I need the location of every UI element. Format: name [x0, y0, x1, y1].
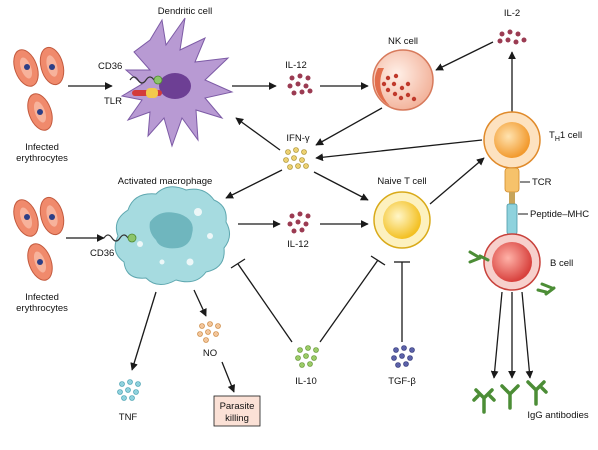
ifn-gamma-cytokine — [283, 147, 309, 170]
il10-cytokine — [295, 345, 319, 368]
cd36-label-bottom: CD36 — [90, 248, 114, 259]
activated-macrophage-label: Activated macrophage — [118, 176, 213, 187]
infected-erythrocytes-label-bottom: Infected — [25, 292, 59, 303]
tnf-label: TNF — [119, 412, 138, 423]
activated-macrophage: Activated macrophage — [114, 176, 230, 285]
arrow-naive-t-to-th1 — [429, 157, 485, 205]
arrow-bcell-to-igg-1 — [490, 291, 503, 379]
igg-antibodies-label: IgG antibodies — [527, 410, 589, 421]
no-cytokine — [197, 321, 221, 343]
parasite-killing-box: Parasite killing — [213, 395, 261, 427]
arrow-il2-to-nk — [435, 41, 494, 71]
arrow-nk-to-ifn — [315, 107, 383, 146]
th1-cell-label: TH1 cell — [549, 130, 582, 143]
infected-erythrocytes-label-bottom-2: erythrocytes — [16, 303, 68, 314]
arrow-macrophage-to-no — [193, 289, 207, 317]
erythrocyte-icon — [39, 196, 65, 236]
il10-inhibit-macrophage — [230, 258, 293, 343]
parasite-killing-label: Parasite — [220, 401, 255, 412]
arrow-ifn-to-dendritic — [235, 117, 281, 151]
il10-inhibit-naive-t — [319, 255, 386, 343]
cd36-receptor-top — [129, 75, 163, 85]
arrow-bcell-to-igg-3 — [521, 291, 534, 379]
erythrocyte-icon — [27, 243, 53, 281]
tnf-cytokine — [117, 379, 141, 401]
arrow-ifn-to-macrophage — [225, 169, 283, 199]
b-cell-label: B cell — [550, 258, 573, 269]
il2-label: IL-2 — [504, 8, 520, 19]
arrow-ifn-to-naive-t — [313, 171, 369, 201]
arrow-macrophage-to-tnf — [130, 291, 157, 371]
erythrocyte-icon — [13, 199, 39, 237]
ifn-gamma-label: IFN-γ — [286, 133, 309, 144]
tlr-receptor — [132, 88, 162, 98]
cd36-label-top: CD36 — [98, 61, 122, 72]
infected-erythrocytes-top: Infected erythrocytes — [13, 46, 68, 164]
cd36-receptor-bottom — [103, 233, 137, 243]
tgf-beta-cytokine — [391, 345, 415, 368]
dendritic-cell-label: Dendritic cell — [158, 6, 212, 17]
tcr-mhc-complex — [504, 167, 520, 235]
peptide-mhc-label: Peptide–MHC — [530, 209, 589, 220]
dendritic-cell: Dendritic cell — [120, 6, 234, 148]
naive-t-cell-label: Naive T cell — [377, 176, 426, 187]
igg-antibody-icon — [472, 380, 548, 414]
erythrocyte-icon — [39, 46, 65, 86]
infected-erythrocytes-label-top: Infected — [25, 142, 59, 153]
th1-cell: TH1 cell — [483, 111, 582, 169]
erythrocyte-icon — [27, 93, 53, 131]
il12-label-bottom: IL-12 — [287, 239, 309, 250]
parasite-killing-label-2: killing — [225, 413, 249, 424]
il12-cytokine-top — [287, 73, 313, 96]
il2-cytokine — [497, 29, 527, 45]
b-cell: B cell — [483, 233, 573, 291]
tlr-label: TLR — [104, 96, 122, 107]
arrow-no-to-parasite-killing — [221, 361, 236, 393]
no-label: NO — [203, 348, 217, 359]
il12-cytokine-bottom — [287, 211, 311, 234]
nk-cell: NK cell — [372, 36, 434, 111]
tgf-inhibit-naive-t — [394, 261, 410, 342]
erythrocyte-icon — [13, 49, 39, 87]
tgf-beta-label: TGF-β — [388, 376, 416, 387]
il10-label: IL-10 — [295, 376, 317, 387]
macrophage-nucleus — [149, 212, 193, 249]
dendritic-nucleus — [159, 73, 191, 99]
tcr-label: TCR — [532, 177, 552, 188]
arrow-th1-to-ifn — [315, 139, 483, 162]
naive-t-cell: Naive T cell — [373, 176, 431, 249]
b-cell-antibody-icon — [468, 250, 556, 296]
infected-erythrocytes-bottom: Infected erythrocytes — [13, 196, 68, 314]
infected-erythrocytes-label-top-2: erythrocytes — [16, 153, 68, 164]
nk-cell-label: NK cell — [388, 36, 418, 47]
il12-label-top: IL-12 — [285, 60, 307, 71]
